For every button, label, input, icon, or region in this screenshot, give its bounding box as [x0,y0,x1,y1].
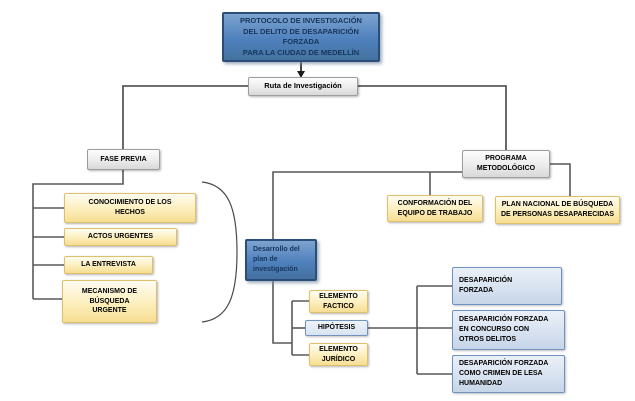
node-actos-urgentes: ACTOS URGENTES [64,228,177,246]
connector-fase-rail [32,170,124,299]
connector-ruta-programa [358,85,507,150]
node-desaparicion-concurso: DESAPARICIÓN FORZADA EN CONCURSO CON OTR… [452,310,565,350]
node-mecanismo-busqueda: MECANISMO DE BÚSQUEDA URGENTE [62,280,157,323]
node-ruta-investigacion: Ruta de Investigación [248,77,358,96]
arrowhead-down-icon [297,71,305,78]
node-elemento-factico: ELEMENTO FACTICO [309,290,368,313]
node-desaparicion-lesa-humanidad: DESAPARICIÓN FORZADA COMO CRIMEN DE LESA… [452,355,565,393]
node-la-entrevista: LA ENTREVISTA [64,256,153,274]
parenthesis-bracket [201,181,238,323]
connector-programa-desarrollo [272,171,462,239]
node-desarrollo-plan: Desarrollo del plan de investigación [245,239,317,281]
connector-programa-plan [549,163,571,196]
node-fase-previa: FASE PREVIA [87,149,160,170]
node-elemento-juridico: ELEMENTO JURÍDICO [309,343,368,366]
node-programa-metodologico: PROGRAMA METODOLÓGICO [462,150,550,178]
connector-ruta-fase [122,85,248,149]
node-desaparicion-forzada: DESAPARICIÓN FORZADA [452,267,562,305]
node-protocolo-investigacion: PROTOCOLO DE INVESTIGACIÓN DEL DELITO DE… [222,12,380,62]
connector-desarrollo-grupo [272,281,292,344]
node-conocimiento-hechos: CONOCIMIENTO DE LOS HECHOS [64,193,196,223]
node-plan-nacional-busqueda: PLAN NACIONAL DE BÚSQUEDA DE PERSONAS DE… [495,196,620,224]
node-hipotesis: HIPÓTESIS [305,320,368,336]
node-conformacion-equipo: CONFORMACIÓN DEL EQUIPO DE TRABAJO [387,195,483,222]
